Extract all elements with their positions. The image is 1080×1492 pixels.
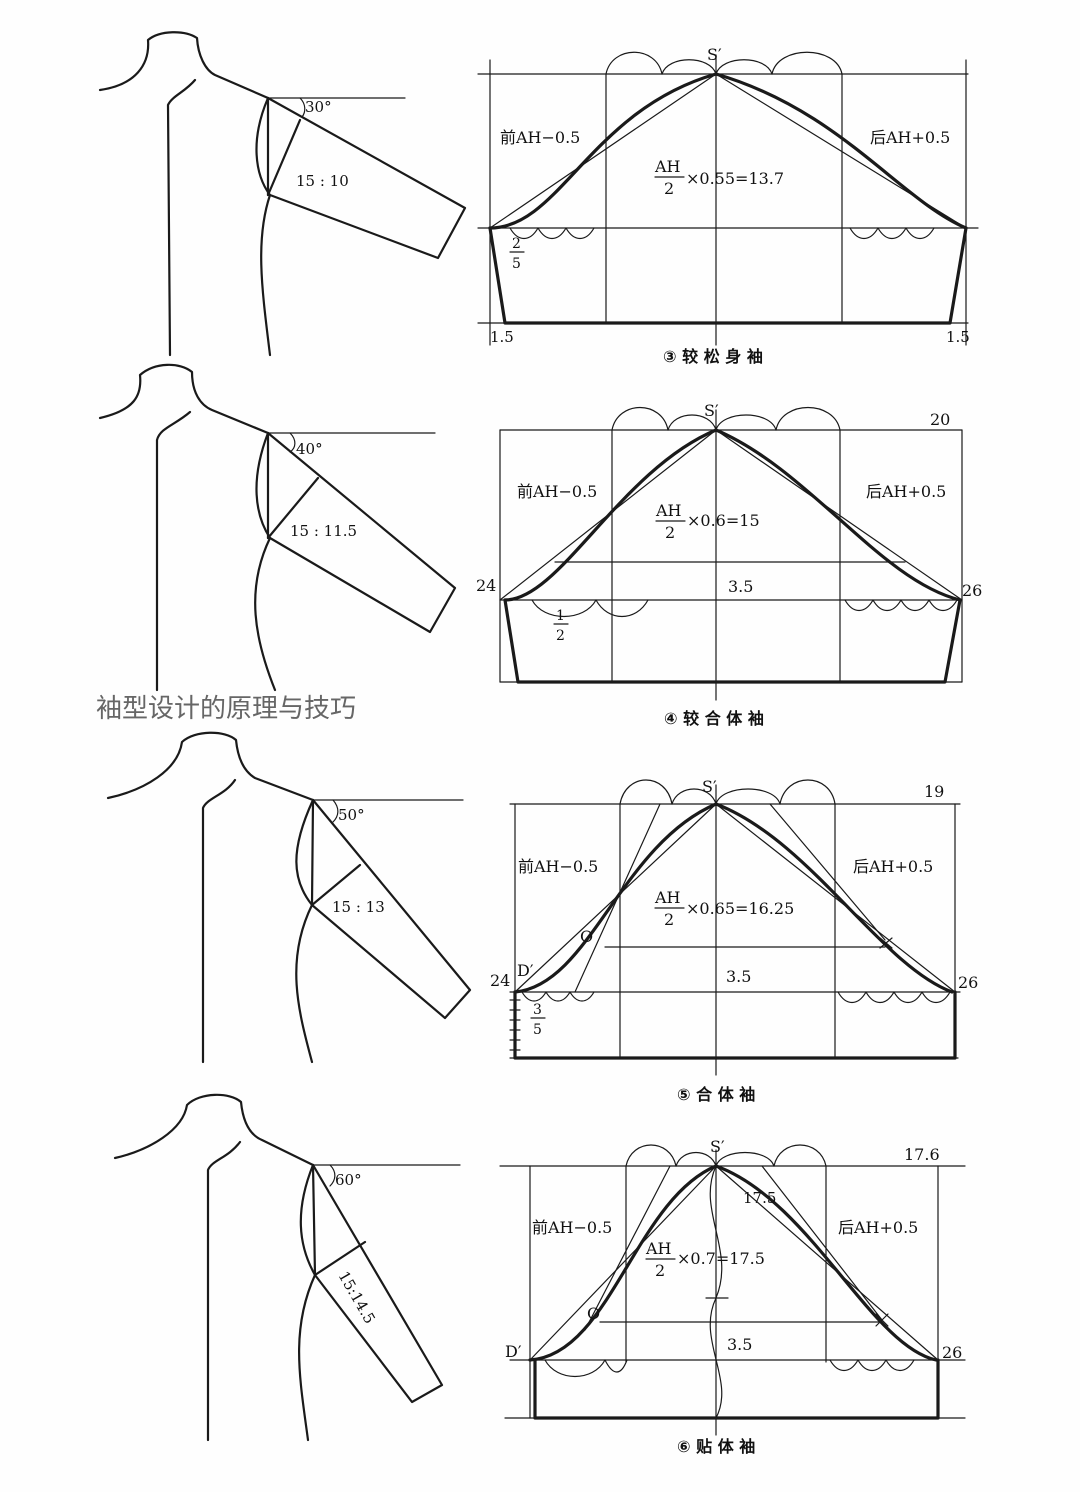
shoulder-angle: 30° (305, 98, 332, 116)
formula-numerator: AH (654, 888, 681, 907)
gap-value: 3.5 (728, 577, 753, 596)
row-2: 40° 15 : 11.5 S′ 20 前AH−0.5 后AH+0.5 AH 2… (98, 363, 982, 728)
caption: ⑥ 贴 体 袖 (677, 1437, 755, 1456)
formula-rest: ×0.55=13.7 (686, 169, 784, 188)
right-mid-value: 26 (958, 973, 978, 992)
body-figure-3 (106, 731, 472, 1064)
formula-numerator: AH (655, 501, 682, 520)
left-mid-value: 24 (490, 971, 510, 990)
apex-label: S′ (707, 45, 722, 64)
row-3: 50° 15 : 13 S′ 19 前AH−0.5 后AH+0.5 AH 2 ×… (106, 731, 978, 1104)
apex-label: S′ (710, 1137, 725, 1156)
fraction-denominator: 5 (512, 256, 521, 272)
back-ah-label: 后AH+0.5 (866, 482, 946, 501)
shoulder-angle: 60° (335, 1171, 362, 1189)
row-1: 30° 15 : 10 S′ 前AH−0.5 后AH+0.5 AH 2 ×0.5… (98, 31, 979, 366)
body-figure-2 (98, 363, 457, 692)
formula-numerator: AH (654, 157, 681, 176)
top-right-value: 17.6 (904, 1145, 940, 1164)
top-right-value: 20 (930, 410, 950, 429)
row-4: 60° 15:14.5 S′ 17.6 17.5 前AH−0.5 后AH+0.5… (113, 1093, 966, 1456)
right-mid-value: 26 (942, 1343, 962, 1362)
sleeve-pattern-1 (477, 51, 979, 346)
body-figure-1 (98, 31, 467, 357)
fraction-numerator: 3 (533, 1002, 542, 1018)
inner-value: 17.5 (743, 1189, 776, 1207)
gap-value: 3.5 (726, 967, 751, 986)
fraction-denominator: 5 (533, 1022, 542, 1038)
point-d: D′ (517, 961, 534, 980)
apex-label: S′ (702, 777, 717, 796)
right-mid-value: 26 (962, 581, 982, 600)
front-ah-label: 前AH−0.5 (500, 128, 580, 147)
fraction-numerator: 2 (512, 236, 521, 252)
front-ah-label: 前AH−0.5 (517, 482, 597, 501)
sleeve-pattern-4 (499, 1144, 966, 1436)
slope-ratio: 15 : 10 (296, 172, 349, 190)
sleeve-pattern-3 (509, 779, 961, 1076)
caption: ③ 较 松 身 袖 (663, 347, 763, 366)
point-o: O (587, 1304, 600, 1323)
slope-ratio: 15 : 11.5 (290, 522, 357, 540)
point-d: D′ (505, 1342, 522, 1361)
caption: ⑤ 合 体 袖 (677, 1085, 755, 1104)
front-ah-label: 前AH−0.5 (518, 857, 598, 876)
front-ah-label: 前AH−0.5 (532, 1218, 612, 1237)
formula-rest: ×0.6=15 (687, 511, 760, 530)
formula-denominator: 2 (664, 179, 674, 198)
left-mid-value: 24 (476, 576, 496, 595)
back-ah-label: 后AH+0.5 (870, 128, 950, 147)
back-ah-label: 后AH+0.5 (838, 1218, 918, 1237)
apex-label: S′ (704, 401, 719, 420)
shoulder-angle: 40° (296, 440, 323, 458)
formula-numerator: AH (645, 1239, 672, 1258)
formula-rest: ×0.65=16.25 (686, 899, 794, 918)
formula-denominator: 2 (664, 910, 674, 929)
watermark: 袖型设计的原理与技巧 (96, 694, 356, 724)
fraction-numerator: 1 (556, 608, 565, 624)
slope-ratio: 15:14.5 (335, 1268, 379, 1327)
body-figure-4 (113, 1093, 461, 1442)
formula-denominator: 2 (665, 523, 675, 542)
formula-rest: ×0.7=17.5 (677, 1249, 765, 1268)
right-bottom-value: 1.5 (946, 328, 970, 346)
slope-ratio: 15 : 13 (332, 898, 385, 916)
top-right-value: 19 (924, 782, 944, 801)
fraction-denominator: 2 (556, 628, 565, 644)
back-ah-label: 后AH+0.5 (853, 857, 933, 876)
caption: ④ 较 合 体 袖 (664, 709, 764, 728)
sleeve-pattern-2 (499, 407, 963, 701)
formula-denominator: 2 (655, 1261, 665, 1280)
shoulder-angle: 50° (338, 806, 365, 824)
left-bottom-value: 1.5 (490, 328, 514, 346)
gap-value: 3.5 (727, 1335, 752, 1354)
point-o: O (580, 927, 593, 946)
